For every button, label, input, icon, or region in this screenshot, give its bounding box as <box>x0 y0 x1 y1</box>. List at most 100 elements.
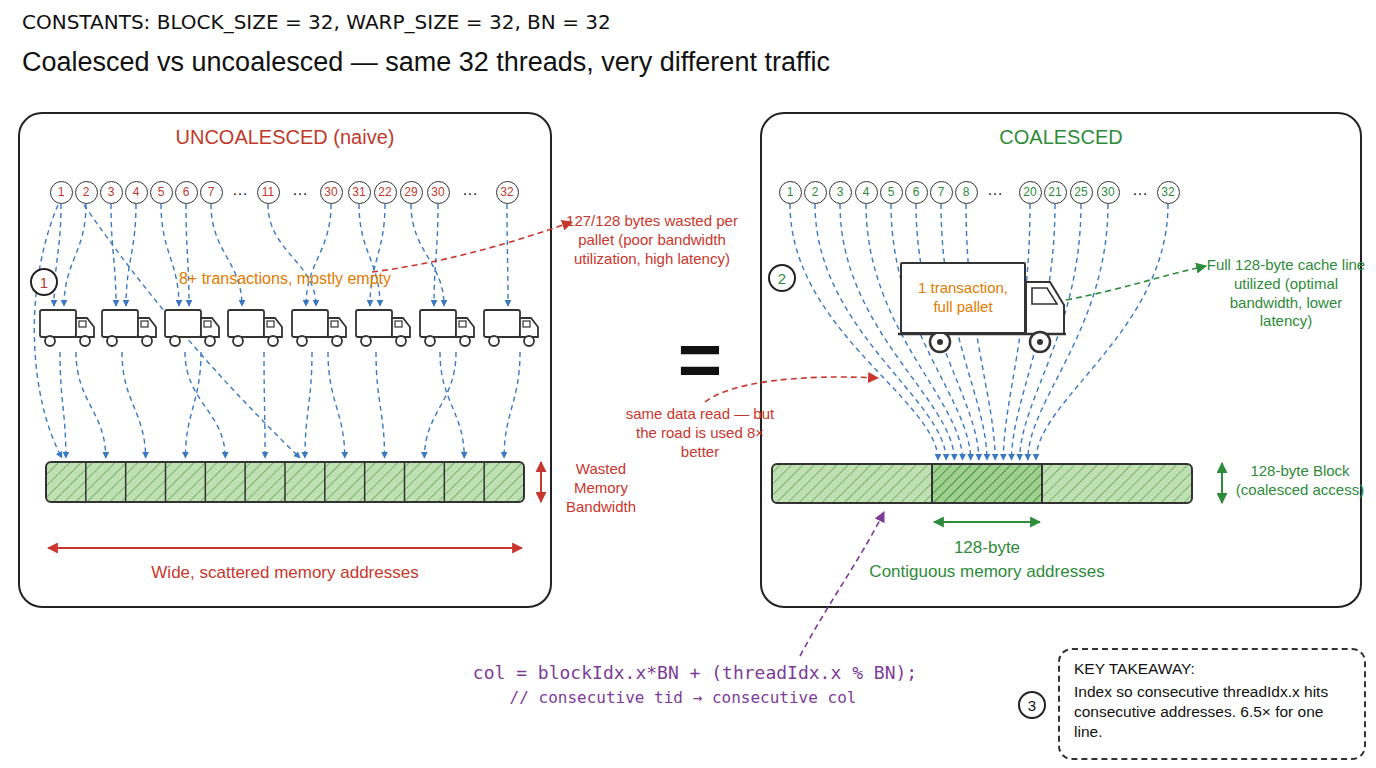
truck-wheel <box>142 336 152 346</box>
cab-window <box>1032 288 1057 304</box>
memory-cell-dividers <box>86 462 484 502</box>
thread-id: 3 <box>108 186 115 198</box>
ellipsis: … <box>987 180 1003 200</box>
waste-note: 127/128 bytes wasted per pallet (poor ba… <box>566 212 738 268</box>
access-line <box>84 205 300 458</box>
truck-window <box>204 321 211 327</box>
truck-wheel <box>361 336 371 346</box>
thread-id: 1 <box>58 186 65 198</box>
access-line <box>54 204 61 306</box>
thread-id: 2 <box>812 186 819 198</box>
truck-cargo <box>102 310 138 337</box>
cell-divider <box>364 462 366 502</box>
truck-wheel <box>524 336 534 346</box>
access-line <box>504 352 520 458</box>
truck-icon <box>420 310 474 346</box>
leader-line <box>1066 266 1206 300</box>
comparison-note: same data read — but the road is used 8×… <box>617 405 783 461</box>
thread-id: 1 <box>787 186 794 198</box>
thread-id: 30 <box>431 186 444 198</box>
thread-id: 8 <box>963 186 970 198</box>
panel-heading: UNCOALESCED (naive) <box>20 126 550 149</box>
thread-circle: 2 <box>804 181 827 204</box>
access-line <box>185 352 225 458</box>
truck-cab <box>76 318 94 337</box>
thread-circle: 20 <box>1019 181 1042 204</box>
transaction-truck: 1 transaction, full pallet <box>900 262 1026 334</box>
truck-wheel <box>489 336 499 346</box>
thread-id: 22 <box>378 186 391 198</box>
cell-divider <box>205 462 207 502</box>
transaction-trucks <box>40 310 538 346</box>
thread-circle: 7 <box>930 181 953 204</box>
code-line: col = blockIdx.x*BN + (threadIdx.x % BN)… <box>473 662 917 685</box>
thread-circle: 32 <box>496 181 519 204</box>
access-line <box>186 204 189 306</box>
cache-line-block <box>932 464 1042 503</box>
constants-note: CONSTANTS: BLOCK_SIZE = 32, WARP_SIZE = … <box>22 10 611 35</box>
wheel-hub <box>1037 339 1043 345</box>
truck-wheel <box>297 336 307 346</box>
truck-cargo <box>420 310 456 337</box>
truck-cargo <box>165 310 201 337</box>
thread-id: 3 <box>837 186 844 198</box>
takeaway-text: KEY TAKEAWAY: <box>1074 659 1350 679</box>
thread-id: 4 <box>133 186 140 198</box>
cell-divider <box>165 462 167 502</box>
cell-divider <box>324 462 326 502</box>
truck-wheel <box>332 336 342 346</box>
access-line <box>376 352 385 458</box>
truck-cargo <box>228 310 264 337</box>
truck-icon <box>292 310 346 346</box>
utilization-note: Full 128-byte cache line utilized (optim… <box>1206 256 1366 331</box>
access-line <box>126 204 136 306</box>
ellipsis: … <box>292 180 308 200</box>
truck-wheel <box>930 332 950 352</box>
access-line <box>122 352 146 458</box>
truck-cargo <box>40 310 76 337</box>
thread-circle: 4 <box>125 181 148 204</box>
callout-number: 1 <box>30 268 58 296</box>
cell-divider <box>404 462 406 502</box>
access-line <box>161 204 179 306</box>
takeaway-box: KEY TAKEAWAY:Index so consecutive thread… <box>1058 648 1366 760</box>
leader-line <box>372 222 572 272</box>
thread-circle: 30 <box>320 181 343 204</box>
ellipsis: … <box>1132 180 1148 200</box>
thread-id: 4 <box>863 186 870 198</box>
access-line <box>370 204 385 306</box>
thread-circle: 30 <box>1097 181 1120 204</box>
callout-text: 1 <box>40 275 48 290</box>
code-comment: // consecutive tid → consecutive col <box>510 688 857 708</box>
truck-wheel <box>45 336 55 346</box>
truck-cargo <box>292 310 328 337</box>
equals-sign: = <box>678 322 722 398</box>
truck-cargo <box>484 310 520 337</box>
truck-wheel <box>396 336 406 346</box>
truck-window <box>141 321 148 327</box>
dimension-arrow <box>540 462 542 502</box>
truck-icon <box>40 310 94 346</box>
thread-id: 7 <box>938 186 945 198</box>
callout-text: 3 <box>1028 698 1036 713</box>
access-line <box>211 204 242 306</box>
thread-circle: 6 <box>175 181 198 204</box>
thread-circle: 22 <box>374 181 397 204</box>
truck-wheel <box>460 336 470 346</box>
truck-cargo <box>356 310 392 337</box>
access-line <box>111 204 116 306</box>
thread-circle: 5 <box>150 181 173 204</box>
truck-cab <box>328 318 346 337</box>
truck-cab <box>520 318 538 337</box>
access-line <box>60 352 66 458</box>
thread-id: 25 <box>1074 186 1087 198</box>
bandwidth-note: Wasted Memory Bandwidth <box>558 460 644 516</box>
truck-label: 1 transaction, full pallet <box>908 279 1018 317</box>
dimension-arrow <box>48 547 522 549</box>
thread-circle: 21 <box>1044 181 1067 204</box>
thread-circle: 6 <box>905 181 928 204</box>
access-line <box>507 204 508 306</box>
thread-circle: 7 <box>200 181 223 204</box>
cell-divider <box>284 462 286 502</box>
access-line <box>306 204 331 306</box>
